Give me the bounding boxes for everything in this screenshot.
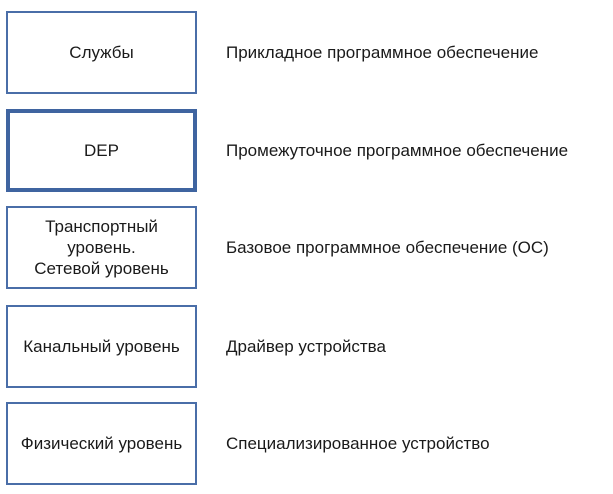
layer-box-dep: DEP [6,109,197,192]
layer-description-device-driver: Драйвер устройства [226,337,386,356]
layer-description-middleware: Промежуточное программное обеспечение [226,141,569,160]
layer-description-base-software: Базовое программное обеспечение (ОС) [226,238,549,257]
layer-box-data-link: Канальный уровень [6,305,197,388]
layer-box-label: DEP [84,141,119,160]
layer-box-label: Службы [69,43,134,62]
layer-box-physical: Физический уровень [6,402,197,485]
layer-box-services: Службы [6,11,197,94]
layer-box-transport-network: Транспортный уровень. Сетевой уровень [6,206,197,289]
layer-description-application-software: Прикладное программное обеспечение [226,43,539,62]
layer-box-label: Канальный уровень [23,337,180,356]
layer-description-specialized-device: Специализированное устройство [226,434,490,453]
layer-box-label: Физический уровень [20,434,183,453]
layer-box-label: Транспортный уровень. Сетевой уровень [34,217,169,278]
